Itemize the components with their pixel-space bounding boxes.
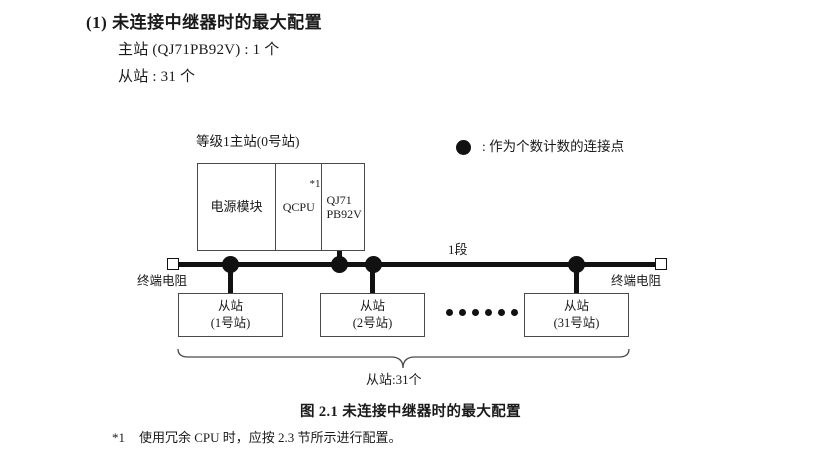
terminator-left-label: 终端电阻	[137, 274, 188, 288]
slave-1-drop-line	[228, 264, 233, 294]
slave-group-label: 从站:31个	[366, 372, 422, 387]
rack-cell-network-module: QJ71 PB92V	[322, 164, 364, 250]
master-rack: 电源模块 QCPU *1 QJ71 PB92V	[197, 163, 365, 251]
slave-station-box: 从站 (2号站)	[320, 293, 425, 337]
terminator-right-label: 终端电阻	[611, 274, 662, 288]
legend-label: : 作为个数计数的连接点	[482, 139, 625, 154]
slave-station-box: 从站 (31号站)	[524, 293, 629, 337]
bus-line-segment-1	[178, 262, 662, 267]
terminator-right-icon	[655, 258, 667, 270]
network-module-line1: QJ71	[326, 192, 352, 207]
section-heading: (1) 未连接中继器时的最大配置	[86, 13, 323, 32]
connection-node-master	[331, 256, 348, 273]
rack-cpu-label: QCPU	[282, 199, 315, 214]
footnote-marker: *1	[112, 430, 125, 445]
network-module-line2: PB92V	[326, 207, 362, 221]
figure-caption: 图 2.1 未连接中继器时的最大配置	[299, 404, 522, 420]
legend-filled-circle-icon	[456, 140, 471, 155]
slave-station-box: 从站 (1号站)	[178, 293, 283, 337]
slave-2-station: (2号站)	[352, 316, 393, 330]
slave-31-station: (31号站)	[553, 316, 600, 330]
slave-31-name: 从站	[563, 299, 589, 314]
slave-1-name: 从站	[217, 299, 243, 314]
slave-2-drop-line	[370, 264, 375, 294]
slave-31-drop-line	[574, 264, 579, 294]
spec-master-count: 主站 (QJ71PB92V) : 1 个	[118, 42, 280, 58]
rack-cpu-footnote-marker: *1	[309, 178, 321, 190]
terminator-left-icon	[167, 258, 179, 270]
footnote: *1 使用冗余 CPU 时，应按 2.3 节所示进行配置。	[112, 427, 402, 446]
rack-cell-power-module: 电源模块	[198, 164, 277, 250]
ellipsis-dots-icon	[446, 309, 518, 316]
slave-2-name: 从站	[359, 299, 385, 314]
footnote-text: 使用冗余 CPU 时，应按 2.3 节所示进行配置。	[139, 430, 402, 445]
rack-cell-cpu: QCPU *1	[276, 164, 323, 250]
master-station-caption: 等级1主站(0号站)	[196, 134, 300, 149]
slave-group-brace	[176, 348, 631, 370]
spec-slave-count: 从站 : 31 个	[118, 69, 196, 85]
slave-1-station: (1号站)	[210, 316, 251, 330]
segment-label: 1段	[448, 242, 468, 257]
